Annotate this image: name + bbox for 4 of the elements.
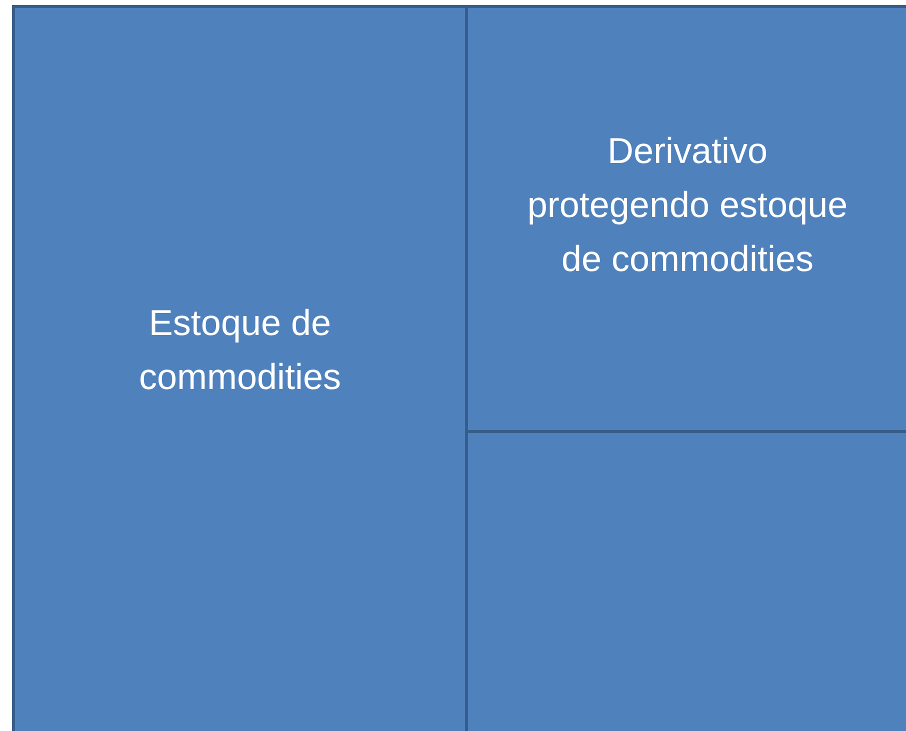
box-label: Estoque de commodities bbox=[138, 301, 342, 399]
box-label: Derivativo protegendo estoque de commodities bbox=[526, 128, 849, 280]
empty-box bbox=[465, 430, 906, 731]
text-box bbox=[12, 5, 468, 731]
